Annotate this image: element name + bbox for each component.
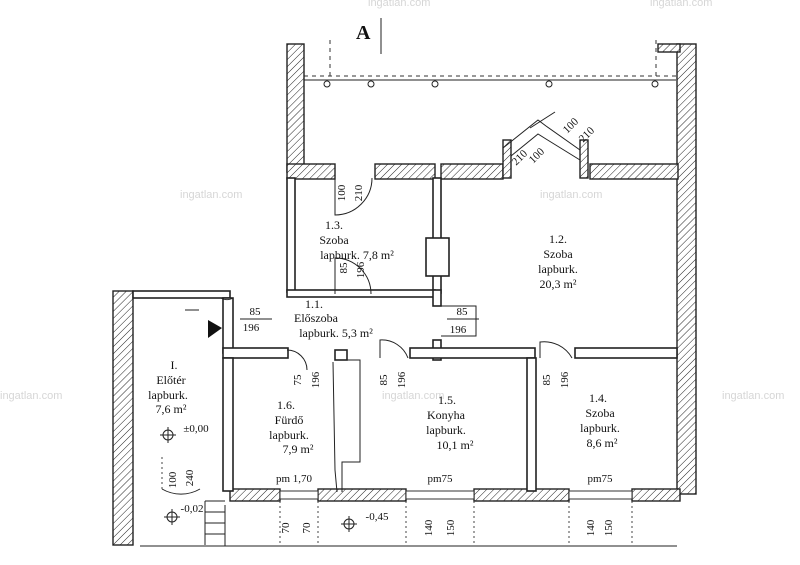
room-I-label: I. Előtér lapburk. 7,6 m² (148, 358, 188, 416)
room-1-4-label: 1.4. Szoba lapburk. 8,6 m² (580, 391, 620, 450)
dimension-label: 85 (457, 306, 469, 318)
dimension-label: 85 (250, 306, 262, 318)
watermark: ingatlan.com (382, 390, 444, 402)
svg-text:10,1 m²: 10,1 m² (437, 438, 474, 452)
level-markers: ±0,00 -0,02 -0,45 (160, 423, 389, 532)
dimension-label: 100 (336, 184, 348, 201)
dimension-label: 150 (603, 519, 615, 536)
svg-text:8,6 m²: 8,6 m² (587, 436, 618, 450)
dimension-label: 140 (585, 519, 597, 536)
section-marker: A (356, 18, 382, 54)
svg-text:lapburk.: lapburk. (148, 388, 188, 402)
svg-text:Előszoba: Előszoba (294, 311, 339, 325)
room-1-1-label: 1.1. Előszoba lapburk. 5,3 m² (294, 297, 373, 340)
terrace (304, 40, 676, 88)
watermark: ingatlan.com (368, 0, 430, 9)
svg-text:Szoba: Szoba (585, 406, 615, 420)
svg-text:1.2.: 1.2. (549, 232, 567, 246)
watermark: ingatlan.com (722, 390, 784, 402)
room-labels: 1.3. Szoba lapburk. 7,8 m² 1.2. Szoba la… (148, 218, 620, 456)
svg-text:lapburk.: lapburk. (538, 262, 578, 276)
svg-text:lapburk.: lapburk. (269, 428, 309, 442)
svg-text:1.6.: 1.6. (277, 398, 295, 412)
doors (161, 177, 573, 495)
outer-walls (112, 43, 697, 546)
room-1-5-label: 1.5. Konyha lapburk. 10,1 m² (426, 393, 474, 452)
dimension-label: 70 (301, 522, 313, 534)
dimension-label: 210 (353, 184, 365, 201)
dimension-label: 70 (280, 522, 292, 534)
watermark: ingatlan.com (180, 189, 242, 201)
level-label: ±0,00 (183, 423, 209, 435)
dimension-label: 196 (243, 322, 260, 334)
dimension-label: 85 (541, 374, 553, 386)
parapet-label: pm75 (587, 473, 613, 485)
svg-text:Konyha: Konyha (427, 408, 466, 422)
watermarks: ingatlan.com ingatlan.com ingatlan.com i… (0, 0, 784, 402)
svg-text:Fürdő: Fürdő (275, 413, 304, 427)
svg-text:Előtér: Előtér (156, 373, 185, 387)
watermark: ingatlan.com (540, 189, 602, 201)
svg-text:Szoba: Szoba (543, 247, 573, 261)
room-1-3-label: 1.3. Szoba lapburk. 7,8 m² (319, 218, 394, 262)
interior-walls (132, 177, 678, 493)
svg-text:1.3.: 1.3. (325, 218, 343, 232)
dimension-label: 100 (561, 115, 582, 136)
dimension-label: 196 (559, 371, 571, 388)
dimension-label: 210 (510, 147, 531, 168)
dimension-label: 85 (338, 262, 350, 274)
svg-text:Szoba: Szoba (319, 233, 349, 247)
dimension-label: 100 (167, 471, 179, 488)
svg-text:1.4.: 1.4. (589, 391, 607, 405)
dimension-label: 85 (378, 374, 390, 386)
svg-text:1.1.: 1.1. (305, 297, 323, 311)
dimension-label: 196 (310, 371, 322, 388)
svg-text:I.: I. (171, 358, 178, 372)
svg-text:lapburk. 7,8 m²: lapburk. 7,8 m² (320, 248, 394, 262)
dimension-label: 196 (450, 324, 467, 336)
dimension-label: 100 (527, 145, 548, 166)
svg-text:lapburk.: lapburk. (426, 423, 466, 437)
room-1-6-label: 1.6. Fürdő lapburk. 7,9 m² (269, 398, 314, 456)
svg-text:lapburk.: lapburk. (580, 421, 620, 435)
dimension-label: 75 (292, 374, 304, 386)
watermark: ingatlan.com (650, 0, 712, 9)
entrance-steps (204, 500, 225, 545)
dimension-label: 140 (423, 519, 435, 536)
watermark: ingatlan.com (0, 390, 62, 402)
parapet-label: pm75 (427, 473, 453, 485)
dimension-label: 240 (184, 469, 196, 486)
svg-text:lapburk. 5,3 m²: lapburk. 5,3 m² (299, 326, 373, 340)
svg-text:7,6 m²: 7,6 m² (156, 402, 187, 416)
level-label: -0,45 (366, 511, 389, 523)
dimension-label: 196 (396, 371, 408, 388)
svg-text:1.5.: 1.5. (438, 393, 456, 407)
entrance-arrow (208, 320, 222, 338)
windows (279, 490, 633, 500)
dimension-label: 196 (355, 261, 367, 278)
svg-text:20,3 m²: 20,3 m² (540, 277, 577, 291)
dimension-label: 150 (445, 519, 457, 536)
bay-window (502, 111, 581, 161)
svg-text:7,9 m²: 7,9 m² (283, 442, 314, 456)
section-marker-label: A (356, 22, 371, 44)
parapet-labels: pm 1,70 pm75 pm75 (276, 473, 613, 485)
parapet-label: pm 1,70 (276, 473, 313, 485)
level-label: -0,02 (181, 503, 204, 515)
room-1-2-label: 1.2. Szoba lapburk. 20,3 m² (538, 232, 578, 291)
